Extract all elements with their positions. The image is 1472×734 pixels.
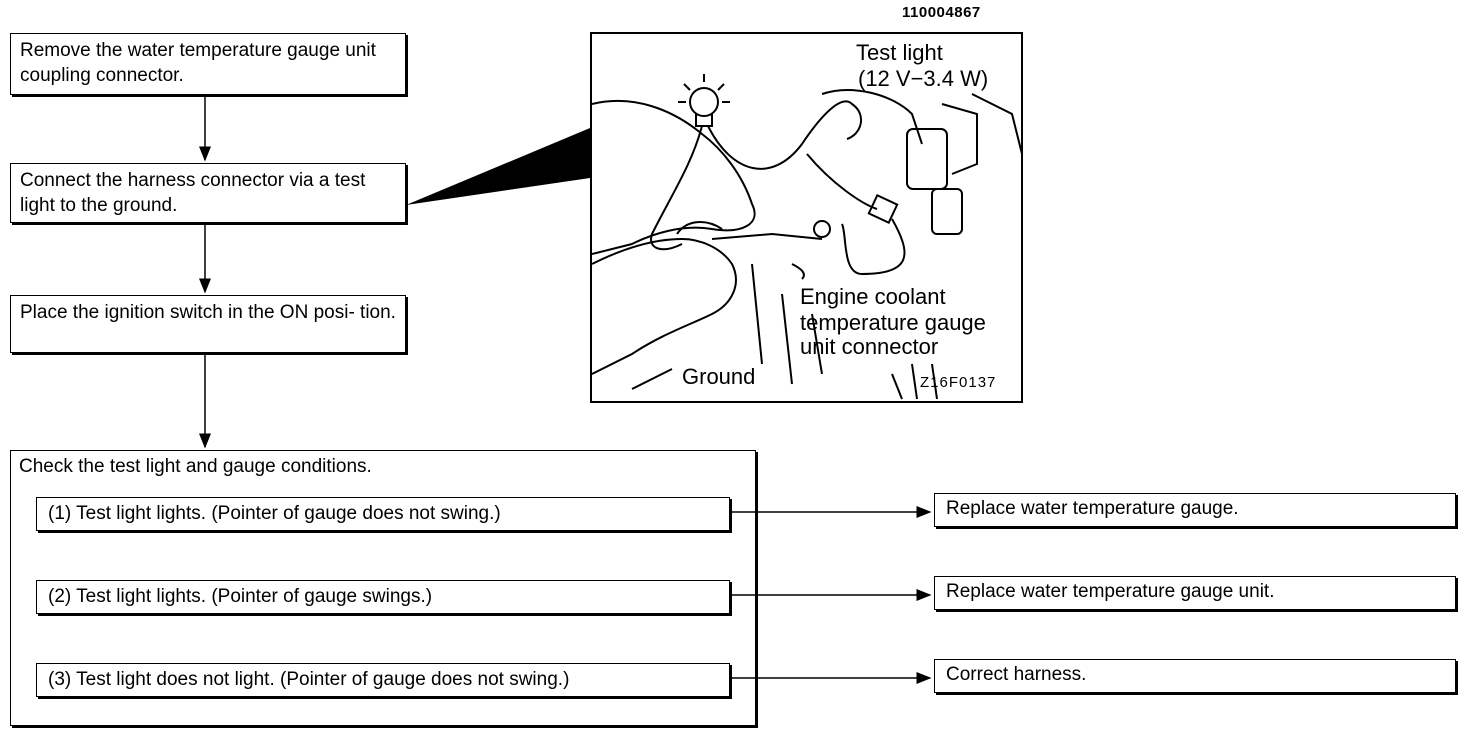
ground-label: Ground xyxy=(682,364,756,389)
connector-label-line3: unit connector xyxy=(800,334,939,359)
figure-id: Z16F0137 xyxy=(920,374,997,391)
condition-2: (2) Test light lights. (Pointer of gauge… xyxy=(36,580,730,614)
step-ignition-on: Place the ignition switch in the ON posi… xyxy=(10,295,406,353)
test-light-illustration: Test light (12 V−3.4 W) Engine coolant t… xyxy=(590,32,1023,403)
result-3: Correct harness. xyxy=(934,659,1456,693)
test-light-label: Test light xyxy=(856,40,943,65)
test-light-rating-label: (12 V−3.4 W) xyxy=(858,66,989,91)
check-title: Check the test light and gauge condition… xyxy=(19,456,372,477)
callout-pointer xyxy=(406,128,590,205)
connector-label-line1: Engine coolant xyxy=(800,284,946,309)
result-1: Replace water temperature gauge. xyxy=(934,493,1456,527)
check-conditions-box: Check the test light and gauge condition… xyxy=(10,450,756,726)
condition-1: (1) Test light lights. (Pointer of gauge… xyxy=(36,497,730,531)
result-2: Replace water temperature gauge unit. xyxy=(934,576,1456,610)
step-remove-connector: Remove the water temperature gauge unit … xyxy=(10,33,406,95)
condition-3: (3) Test light does not light. (Pointer … xyxy=(36,663,730,697)
document-code: 110004867 xyxy=(902,4,981,21)
illustration-drawing xyxy=(592,74,1021,400)
connector-label-line2: temperature gauge xyxy=(800,310,986,335)
step-connect-harness: Connect the harness connector via a test… xyxy=(10,163,406,223)
